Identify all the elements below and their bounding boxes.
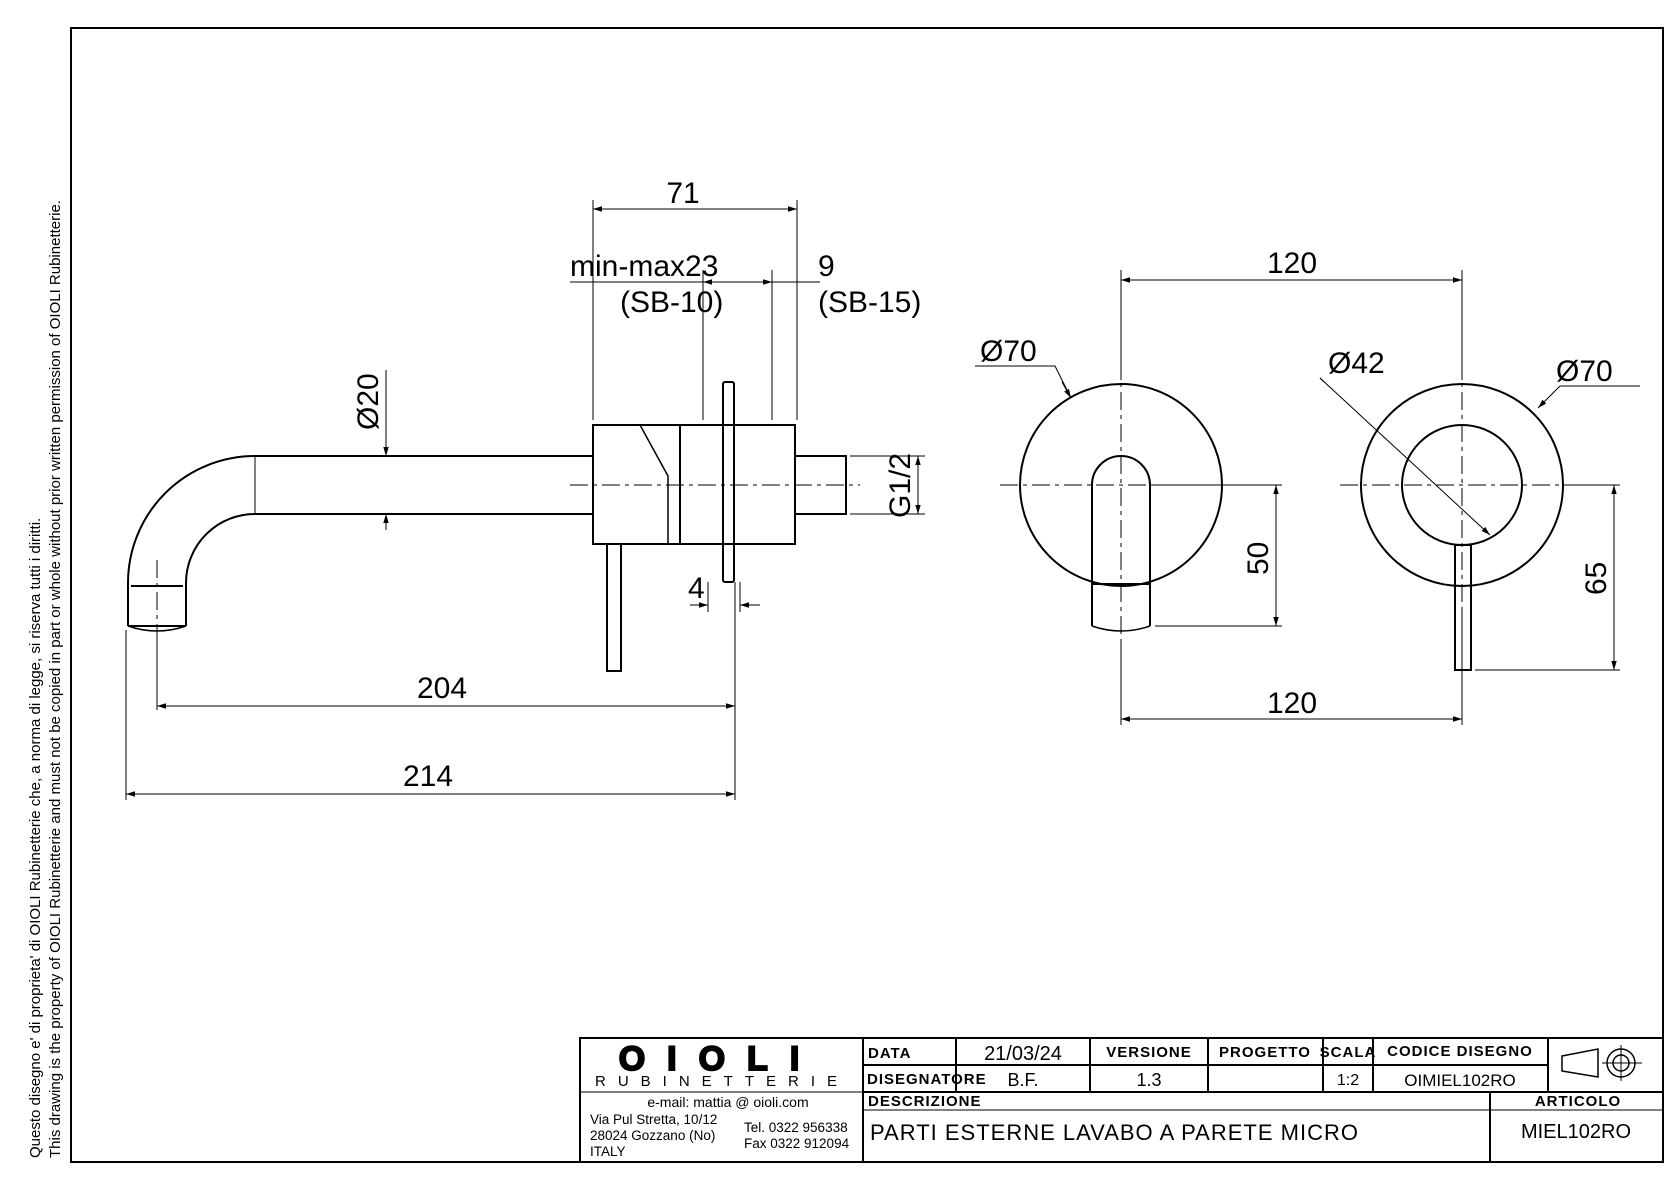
disegnatore-value: B.F.: [1007, 1070, 1038, 1090]
oioli-logo: OIOLI RUBINETTERIE: [595, 1039, 849, 1090]
dim-thread: G1/2: [884, 453, 917, 518]
articolo-value: MIEL102RO: [1521, 1121, 1631, 1143]
dim-120-bottom: 120: [1267, 687, 1317, 720]
dim-min-max: min-max23: [570, 250, 718, 283]
descrizione-value: PARTI ESTERNE LAVABO A PARETE MICRO: [870, 1120, 1359, 1145]
wall-plate: [722, 381, 735, 583]
lever-side: [606, 543, 622, 672]
svg-text:OIOLI: OIOLI: [619, 1040, 822, 1078]
svg-text:RUBINETTERIE: RUBINETTERIE: [595, 1073, 849, 1090]
dim-sb15: (SB-15): [818, 286, 921, 319]
descrizione-label: DESCRIZIONE: [868, 1093, 982, 1110]
dim-left-plate-diameter: Ø70: [980, 335, 1037, 368]
dim-120-top: 120: [1267, 247, 1317, 280]
projection-symbol-icon: [1561, 1045, 1642, 1081]
lever-front: [1454, 544, 1472, 671]
address-line-3: ITALY: [590, 1144, 626, 1159]
address-line-2: 28024 Gozzano (No): [590, 1128, 715, 1143]
codice-value: OIMIEL102RO: [1404, 1071, 1516, 1090]
codice-label: CODICE DISEGNO: [1387, 1043, 1533, 1060]
versione-value: 1.3: [1136, 1070, 1161, 1090]
data-label: DATA: [868, 1045, 911, 1062]
dim-9: 9: [818, 250, 835, 283]
address-line-1: Via Pul Stretta, 10/12: [590, 1112, 717, 1127]
dim-204: 204: [417, 672, 467, 705]
email: e-mail: mattia @ oioli.com: [647, 1094, 808, 1110]
scala-label: SCALA: [1320, 1044, 1377, 1061]
dim-4: 4: [688, 572, 705, 605]
disegnatore-label: DISEGNATORE: [867, 1071, 987, 1088]
drawing-frame: [70, 27, 1664, 1163]
title-block: [579, 1037, 1664, 1163]
versione-label: VERSIONE: [1106, 1044, 1192, 1061]
side-view: [127, 381, 847, 672]
dim-sb10: (SB-10): [620, 286, 723, 319]
telephone: Tel. 0322 956338: [744, 1120, 848, 1135]
dim-71: 71: [666, 177, 699, 210]
dim-65: 65: [1580, 562, 1613, 595]
dim-right-plate-diameter: Ø70: [1556, 355, 1613, 388]
dim-214: 214: [403, 760, 453, 793]
dim-spout-diameter: Ø20: [352, 373, 385, 430]
side-note-english: This drawing is the property of OIOLI Ru…: [47, 200, 64, 1158]
data-value: 21/03/24: [984, 1043, 1062, 1065]
fax: Fax 0322 912094: [744, 1136, 850, 1151]
articolo-label: ARTICOLO: [1535, 1093, 1621, 1110]
spout-outline: [127, 455, 593, 626]
dim-handle-diameter: Ø42: [1328, 347, 1385, 380]
side-note-italian: Questo disegno e' di proprieta' di OIOLI…: [27, 518, 44, 1158]
progetto-label: PROGETTO: [1219, 1044, 1311, 1061]
dim-50: 50: [1242, 542, 1275, 575]
scala-value: 1:2: [1337, 1072, 1359, 1089]
